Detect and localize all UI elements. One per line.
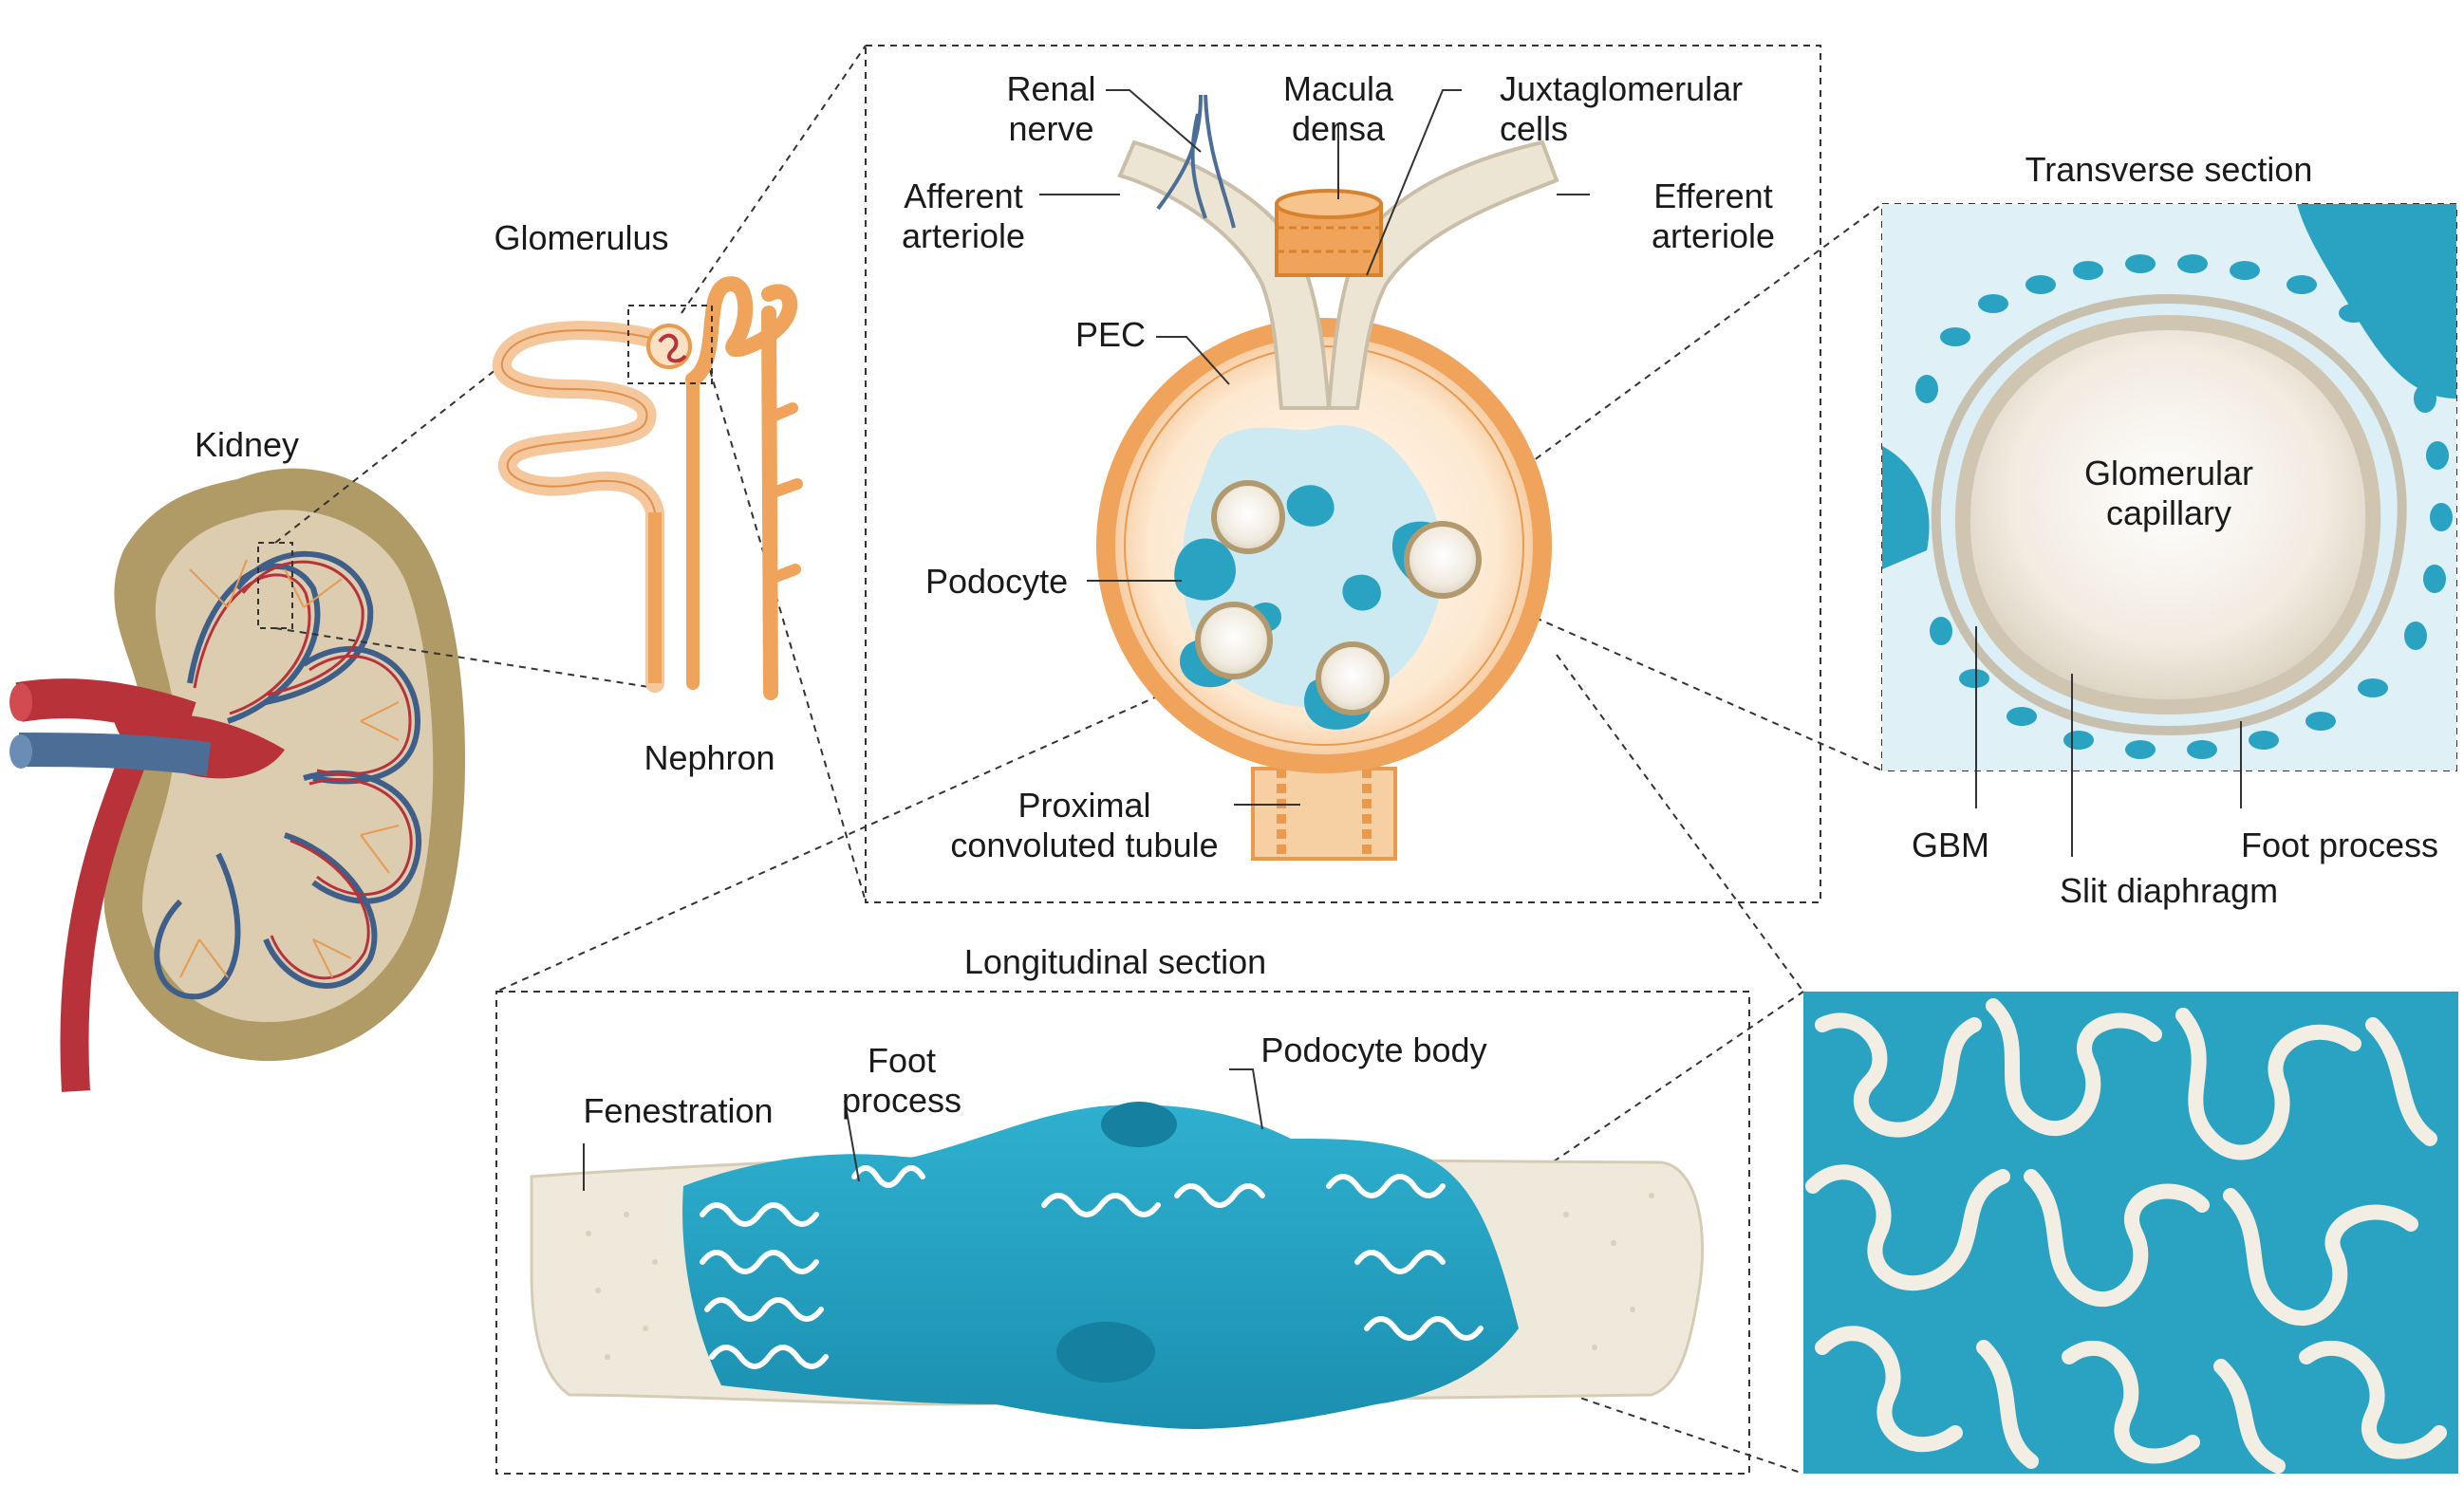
label-foot-process-transverse: Foot process xyxy=(2240,826,2439,864)
collecting-duct xyxy=(761,306,778,700)
capillary-loops xyxy=(1195,480,1482,715)
label-juxtaglomerular-cells: Juxtaglomerular cells xyxy=(1500,69,1744,148)
label-transverse-section: Transverse section xyxy=(2025,150,2313,189)
label-pec: PEC xyxy=(1075,315,1147,354)
podocyte-nucleus xyxy=(1101,1102,1177,1147)
glomerulus-detail xyxy=(1096,94,1559,861)
label-proximal-convoluted-tubule: Proximal convoluted tubule xyxy=(950,786,1219,864)
transverse-section xyxy=(1882,204,2456,770)
longitudinal-section xyxy=(530,1102,1705,1429)
label-fenestration: Fenestration xyxy=(583,1091,774,1130)
label-podocyte-body: Podocyte body xyxy=(1260,1030,1487,1069)
label-nephron: Nephron xyxy=(644,738,775,777)
podocyte-nucleus-2 xyxy=(1056,1322,1155,1383)
label-efferent-arteriole: Efferent arteriole xyxy=(1651,176,1776,255)
label-glomerular-capillary: Glomerular capillary xyxy=(2083,454,2254,532)
label-longitudinal-section: Longitudinal section xyxy=(963,942,1267,981)
kidney-illustration xyxy=(9,468,466,1092)
longitudinal-panel-frame xyxy=(495,991,1750,1475)
fenestrations xyxy=(586,1193,1654,1360)
renal-vein xyxy=(18,733,212,776)
renal-lobes-red xyxy=(193,560,413,980)
foot-process-maze xyxy=(1803,992,2458,1474)
glomerulus-zoom-box xyxy=(627,305,713,384)
label-kidney: Kidney xyxy=(194,425,300,464)
renal-nerve-fibres xyxy=(1156,94,1236,229)
ureter xyxy=(60,753,147,1092)
label-foot-process-longitudinal: Foot process xyxy=(841,1041,962,1120)
label-afferent-arteriole: Afferent arteriole xyxy=(901,176,1026,255)
nephron-glomerulus xyxy=(646,324,692,369)
label-macula-densa: Macula densa xyxy=(1282,69,1394,148)
label-renal-nerve: Renal nerve xyxy=(1006,69,1096,148)
radial-rays xyxy=(179,559,400,978)
label-gbm: GBM xyxy=(1911,826,1989,864)
label-slit-diaphragm: Slit diaphragm xyxy=(2059,871,2279,910)
proximal-tubule xyxy=(1251,767,1397,861)
leader-lines xyxy=(583,89,2242,1191)
label-glomerulus: Glomerulus xyxy=(494,218,669,257)
renal-artery xyxy=(15,678,196,740)
nephron-descending xyxy=(685,276,798,387)
foot-process-waves xyxy=(700,1165,1484,1369)
label-podocyte: Podocyte xyxy=(925,562,1069,601)
foot-processes xyxy=(1915,254,2453,759)
glomerulus-panel-frame xyxy=(865,45,1821,903)
nephron-illustration xyxy=(492,276,803,700)
zoom-lines xyxy=(274,45,1883,1475)
